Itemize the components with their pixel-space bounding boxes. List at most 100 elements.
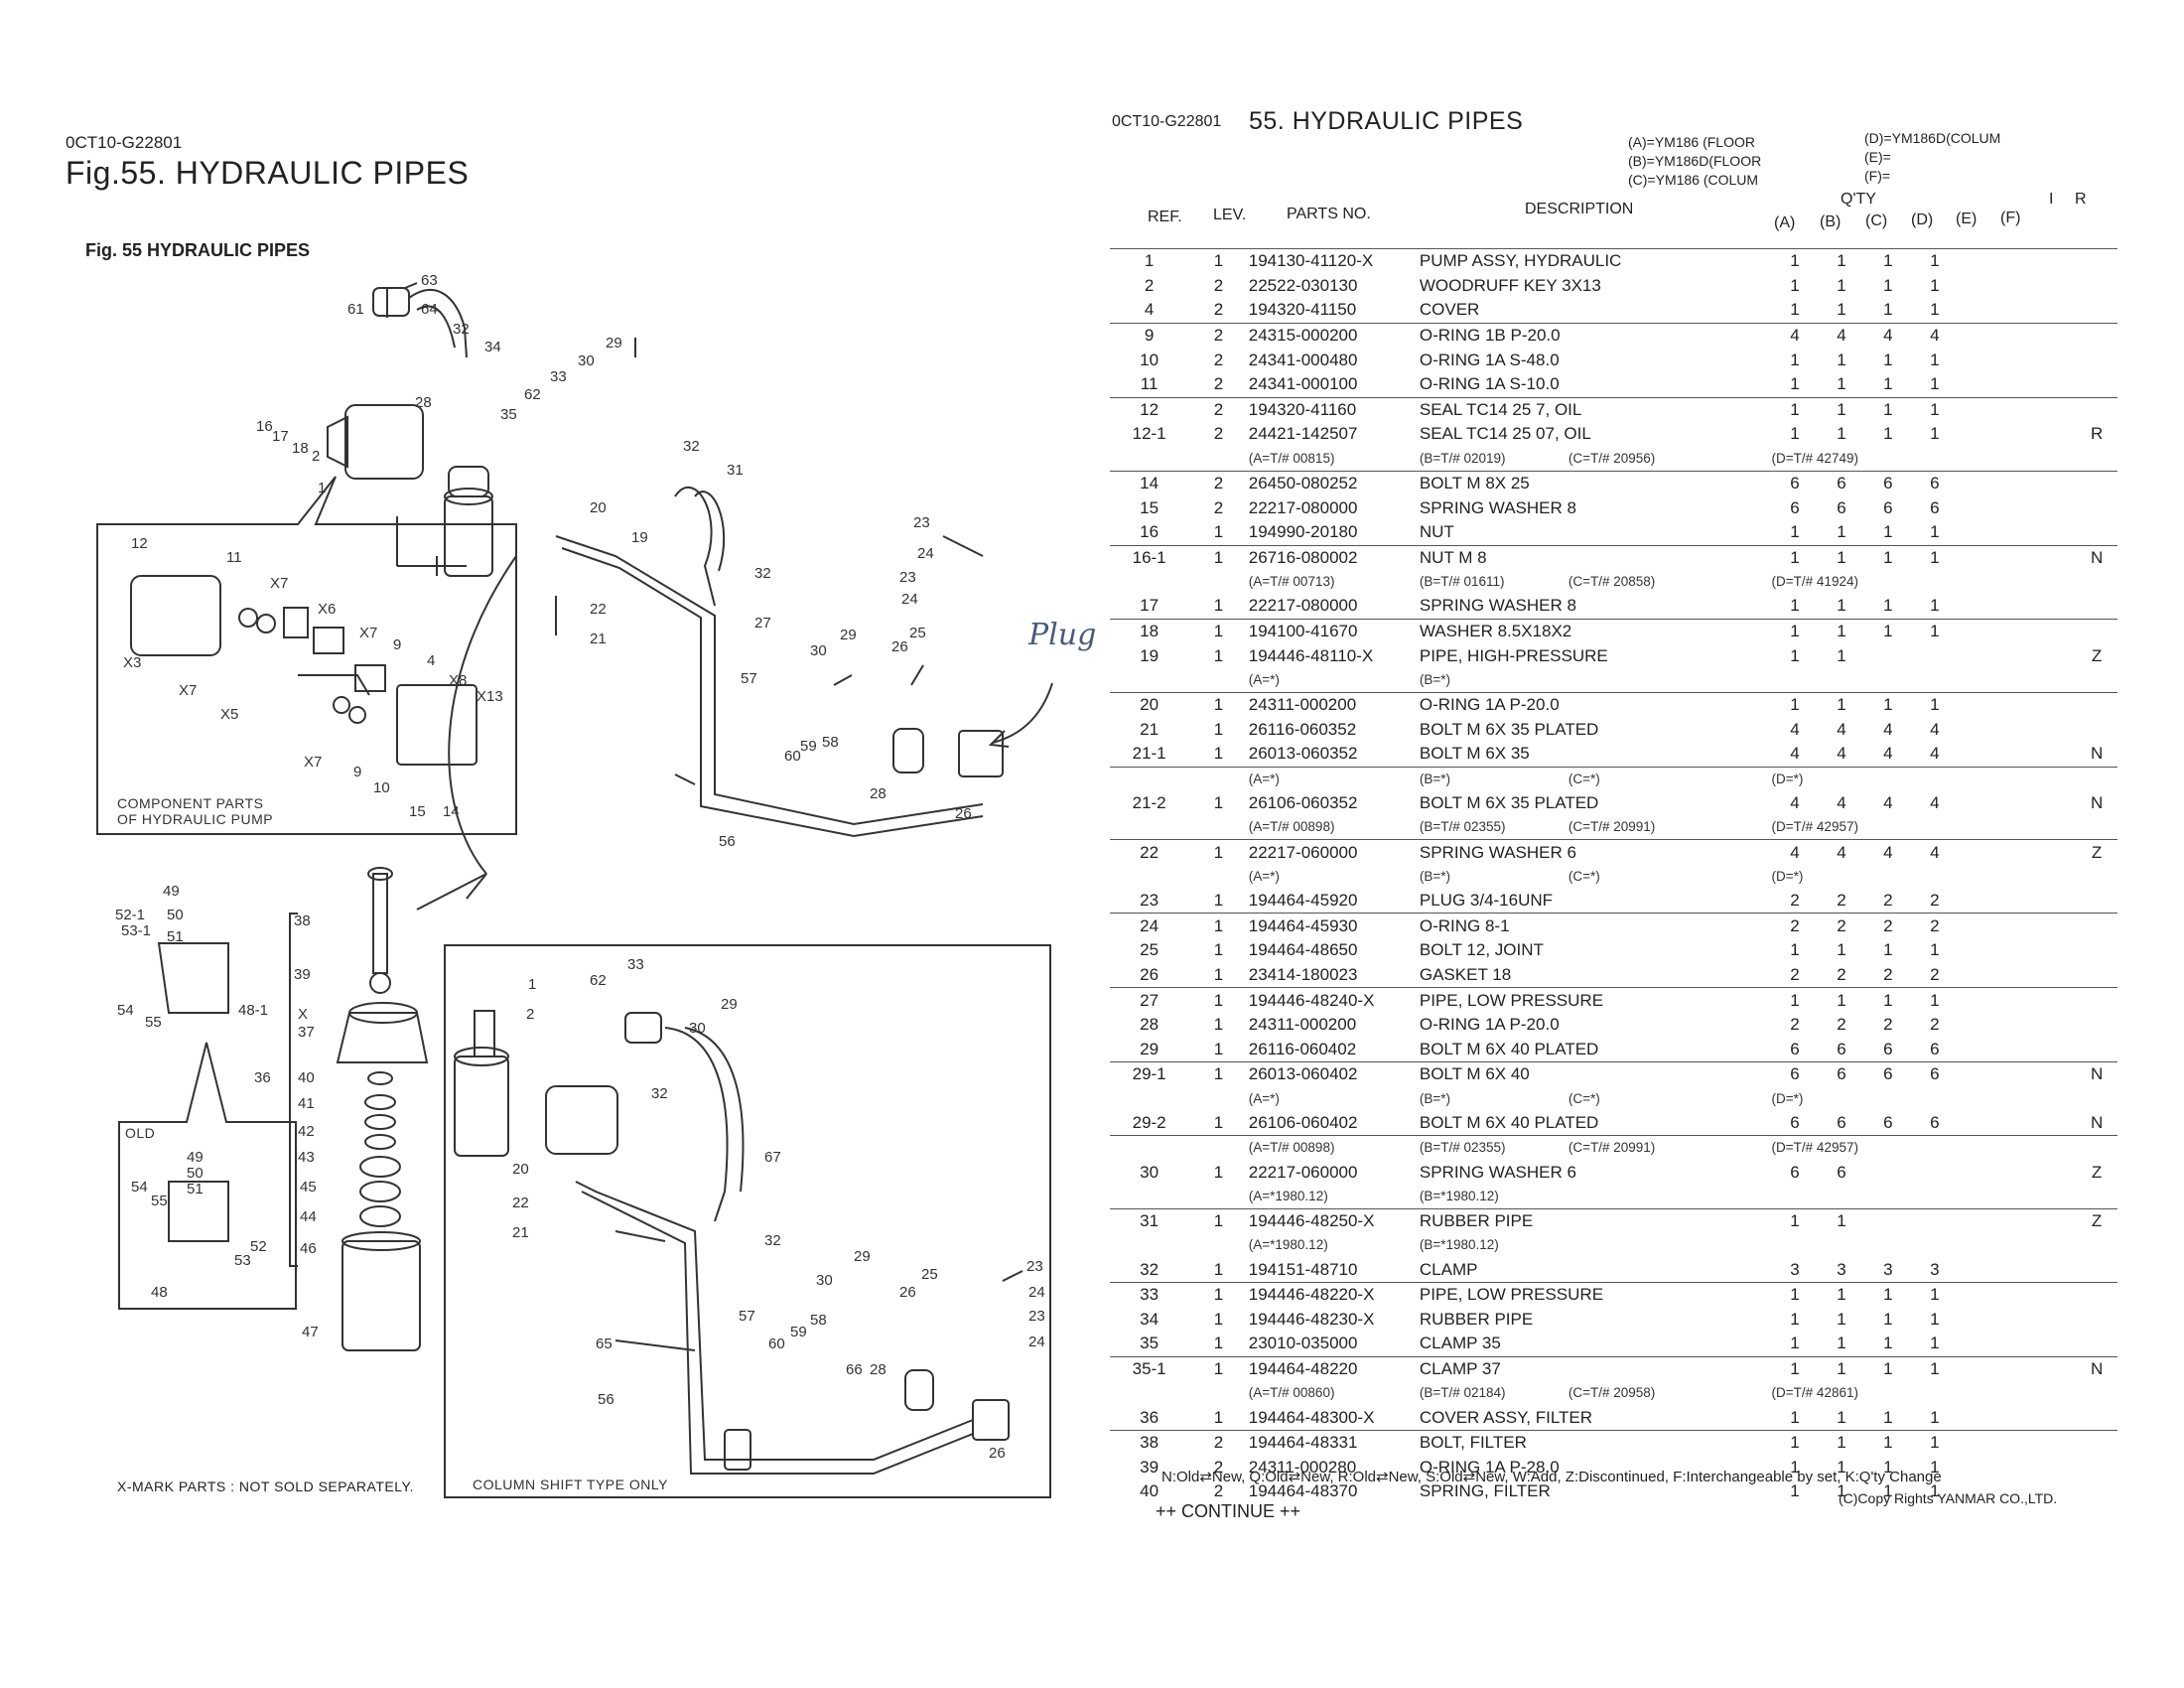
serial-c: (C=*) — [1568, 868, 1600, 884]
note-spacer — [1110, 570, 1188, 594]
serial-note-row: (A=*)(B=*)(C=*)(D=*) — [1110, 766, 2117, 791]
description: O-RING 8-1 — [1419, 913, 1772, 939]
callout: 61 — [347, 301, 364, 318]
serial-b-c: (B=*)(C=*) — [1419, 766, 1772, 791]
qty-d — [1911, 1207, 1959, 1234]
empty — [1958, 1381, 2001, 1405]
revision-code — [2076, 1257, 2117, 1282]
level: 2 — [1188, 1429, 1249, 1456]
qty-f — [2001, 422, 2045, 447]
qty-c: 6 — [1883, 497, 1893, 517]
ref-number: 33 — [1110, 1281, 1189, 1308]
callout: 52-1 — [115, 907, 145, 923]
qty-d: 2 — [1930, 964, 1940, 984]
ref-number: 38 — [1110, 1429, 1189, 1456]
qty-b: 1 — [1837, 1407, 1846, 1427]
serial-b: (B=T/# 02355) — [1419, 819, 1506, 835]
callout: 28 — [870, 785, 887, 802]
callouts-column: 1 2 62 33 29 30 32 20 22 21 67 32 29 30 … — [512, 956, 1045, 1462]
ref-number: 27 — [1110, 987, 1189, 1013]
part-number: 22217-080000 — [1248, 596, 1358, 616]
revision-code — [2076, 348, 2117, 372]
callout: 50 — [187, 1165, 204, 1182]
qty-e — [1958, 1332, 2001, 1356]
serial-c: (C=*) — [1568, 1090, 1600, 1106]
level: 1 — [1213, 1039, 1224, 1058]
description: BOLT M 6X 35 — [1419, 744, 1530, 764]
qty-b: 6 — [1837, 497, 1846, 517]
description: PLUG 3/4-16UNF — [1419, 891, 1554, 911]
description: NUT — [1419, 522, 1454, 542]
callout: 29 — [840, 627, 857, 643]
callouts-main: 63 61 64 32 34 28 16 17 18 2 1 35 62 33 … — [256, 272, 972, 850]
left-page-code: 0CT10-G22801 — [66, 133, 183, 152]
note-spacer — [1110, 1087, 1188, 1111]
header-col-a: (A) — [1774, 214, 1796, 231]
qty-f — [2001, 1281, 2045, 1308]
ref-number: 10 — [1140, 350, 1160, 369]
qty-c: 6 — [1883, 1039, 1893, 1058]
empty — [2044, 766, 2077, 791]
qty-c: 1 — [1864, 1429, 1912, 1456]
interchange-i — [2044, 396, 2077, 423]
qty-b: 1 — [1818, 987, 1865, 1013]
callout: X5 — [220, 706, 238, 723]
qty-a: 2 — [1790, 964, 1800, 984]
ref-number: 4 — [1144, 300, 1155, 320]
serial-note-row: (A=*)(B=*) — [1110, 668, 2117, 693]
note-spacer — [1188, 865, 1249, 889]
ref-number: 18 — [1110, 618, 1189, 644]
callout: X13 — [477, 688, 503, 705]
qty-b: 2 — [1837, 1015, 1846, 1035]
callout: 42 — [298, 1123, 315, 1140]
serial-d: (D=*) — [1771, 1090, 1804, 1106]
serial-note-row: (A=T/# 00713)(B=T/# 01611)(C=T/# 20858)(… — [1110, 570, 2117, 594]
level: 1 — [1188, 691, 1249, 718]
qty-e — [1958, 1013, 2001, 1038]
serial-a: (A=T/# 00860) — [1248, 1385, 1335, 1401]
level: 2 — [1213, 1481, 1224, 1501]
ref-number: 12-1 — [1132, 424, 1166, 444]
callout: 9 — [393, 636, 401, 653]
serial-a: (A=T/# 00713) — [1248, 574, 1335, 590]
note-spacer — [1110, 1233, 1188, 1257]
serial-d: (D=T/# 42749) — [1771, 450, 1858, 466]
qty-c: 1 — [1864, 691, 1912, 718]
qty-d: 1 — [1930, 1407, 1940, 1427]
callout: 15 — [409, 803, 426, 820]
qty-f — [2001, 987, 2045, 1013]
qty-a: 6 — [1790, 1039, 1800, 1058]
right-page-code: 0CT10-G22801 — [1112, 113, 1222, 130]
interchange-i — [2044, 247, 2077, 274]
interchange-i — [2044, 1207, 2077, 1234]
qty-c: 1 — [1864, 987, 1912, 1013]
revision-code: Z — [2091, 1162, 2103, 1182]
serial-b: (B=*) — [1419, 671, 1451, 687]
interchange-i — [2044, 839, 2077, 865]
qty-a: 6 — [1790, 1162, 1800, 1182]
qty-e — [1958, 322, 2002, 349]
empty — [2045, 865, 2076, 889]
qty-c: 3 — [1883, 1259, 1893, 1279]
qty-d: 1 — [1911, 396, 1959, 423]
part-number: 194464-48220 — [1248, 1355, 1420, 1382]
qty-c: 1 — [1883, 596, 1893, 616]
serial-note-row: (A=*)(B=*)(C=*)(D=*) — [1110, 1087, 2117, 1111]
qty-c: 1 — [1883, 940, 1893, 960]
callouts-component: 12 11 X7 X6 X7 X3 X7 X5 X7 4 X8 X13 9 10… — [123, 535, 503, 820]
ref-number: 35 — [1140, 1334, 1160, 1353]
serial-b: (B=T/# 01611) — [1419, 574, 1505, 590]
empty — [1958, 668, 2001, 693]
part-number: 26116-060402 — [1248, 1039, 1357, 1058]
callout: 57 — [741, 670, 757, 687]
level: 1 — [1213, 1259, 1224, 1279]
description: GASKET 18 — [1419, 964, 1512, 984]
qty-d: 1 — [1911, 691, 1959, 718]
qty-b: 1 — [1818, 1429, 1865, 1456]
description: RUBBER PIPE — [1419, 1207, 1772, 1234]
